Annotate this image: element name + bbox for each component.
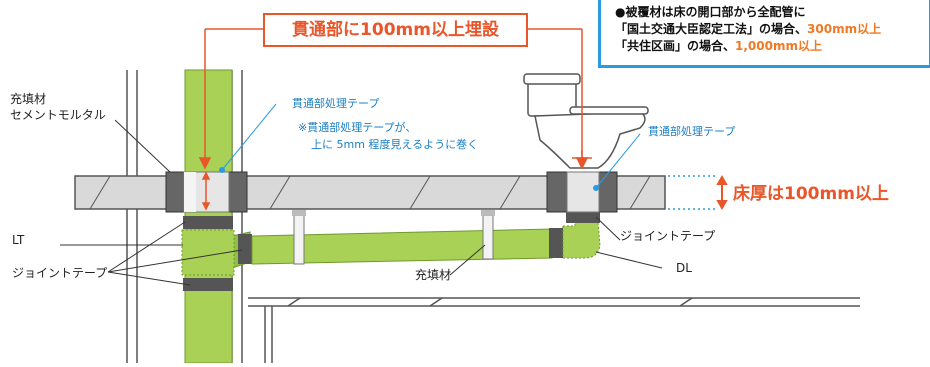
note-line-2-prefix: 「国土交通大臣認定工法」の場合、 (615, 22, 808, 36)
label-penetration-tape-left: 貫通部処理テープ (292, 97, 380, 110)
label-penetration-note-1: ※貫通部処理テープが、 (298, 121, 417, 134)
label-filler-cement-1: 充填材 (10, 92, 47, 106)
main-callout-label: 貫通部に100mm以上埋設 (263, 13, 528, 47)
note-line-3: 「共住区画」の場合、1,000mm以上 (615, 38, 919, 55)
note-line-2-value: 300mm以上 (807, 22, 882, 36)
note-line-3-value: 1,000mm以上 (735, 39, 822, 53)
label-penetration-tape-right: 貫通部処理テープ (648, 125, 736, 138)
lower-beam (248, 297, 860, 363)
label-lt: LT (12, 233, 25, 247)
thickness-arrow (716, 174, 728, 211)
toilet (523, 73, 649, 169)
label-filler-cement-2: セメントモルタル (10, 108, 106, 122)
note-box: ●被覆材は床の開口部から全配管に 「国土交通大臣認定工法」の場合、300mm以上… (598, 0, 930, 68)
main-callout-lines (198, 28, 589, 170)
note-line-1: ●被覆材は床の開口部から全配管に (615, 5, 806, 19)
black-leaders (60, 119, 663, 286)
label-penetration-note-2: 上に 5mm 程度見えるように巻く (311, 138, 479, 151)
note-line-2: 「国土交通大臣認定工法」の場合、300mm以上 (615, 21, 919, 38)
vertical-pipe (165, 69, 248, 364)
label-floor-thickness: 床厚は100mm以上 (733, 184, 889, 204)
horizontal-pipe (251, 210, 563, 265)
dl-elbow (562, 210, 601, 259)
note-line-3-prefix: 「共住区画」の場合、 (615, 39, 736, 53)
label-dl: DL (676, 261, 692, 275)
blue-leaders (219, 103, 641, 191)
lt-fitting (181, 229, 252, 276)
sleeve-arrows (201, 150, 592, 211)
right-sleeve (546, 171, 618, 213)
label-filler: 充填材 (415, 268, 452, 282)
thickness-dotted-lines (668, 175, 715, 210)
label-joint-tape-right: ジョイントテープ (620, 229, 716, 243)
label-joint-tape-left: ジョイントテープ (12, 266, 108, 280)
